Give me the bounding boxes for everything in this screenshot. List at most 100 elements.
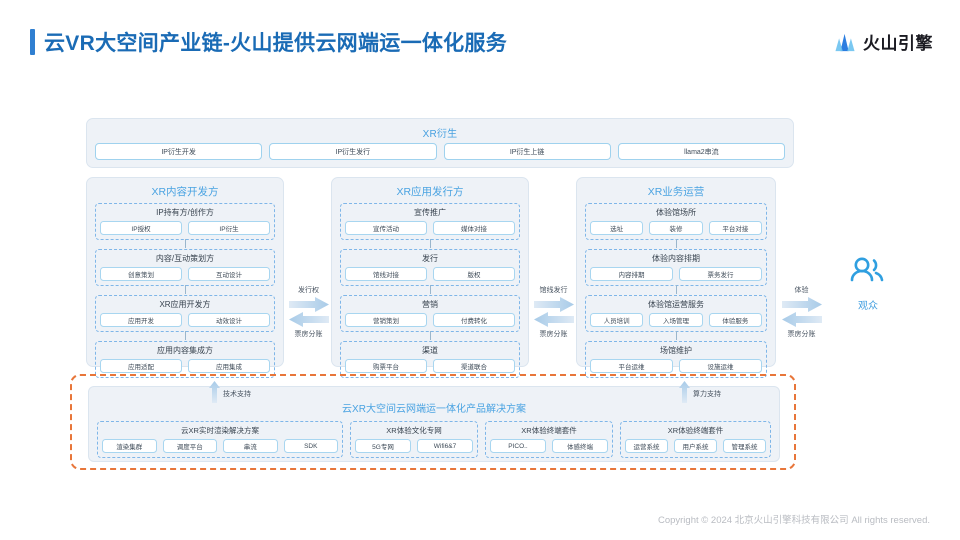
group-box: 内容/互动策划方 创意策划 互动设计 <box>95 249 275 294</box>
group-items: 渲染集群 调度平台 串流 SDK <box>102 439 338 453</box>
exchange-backward-label: 票房分账 <box>539 331 568 338</box>
group-title: 应用内容集成方 <box>157 346 213 355</box>
group-item[interactable]: 购票平台 <box>345 359 427 373</box>
vertical-connector <box>185 285 186 294</box>
solution-group-terminal: XR体验终端套件 PICO.. 体感终端 <box>485 421 613 458</box>
group-item[interactable]: IP衍生 <box>188 221 270 235</box>
group-item[interactable]: 互动设计 <box>188 267 270 281</box>
group-item[interactable]: 营销策划 <box>345 313 427 327</box>
derivative-item[interactable]: llama2串流 <box>617 143 785 160</box>
solution-group-render: 云XR实时渲染解决方案 渲染集群 调度平台 串流 SDK <box>97 421 343 458</box>
group-item[interactable]: PICO.. <box>490 439 546 453</box>
group-box: 营销 营销策划 付费转化 <box>340 295 520 340</box>
group-title: 宣传推广 <box>414 208 446 217</box>
group-item[interactable]: 渠道联合 <box>433 359 515 373</box>
group-box: 体验内容排期 内容排期 票务发行 <box>585 249 767 294</box>
industry-chain-diagram: XR衍生 IP衍生开发 IP衍生发行 IP衍生上链 llama2串流 XR内容开… <box>70 118 884 470</box>
arrow-left-icon <box>533 312 574 327</box>
arrow-up-icon <box>679 381 690 403</box>
group-item[interactable]: 宣传活动 <box>345 221 427 235</box>
value-chain-columns: XR内容开发方 IP持有方/创作方 IP授权 IP衍生 内容/互动策划方 创意策… <box>86 177 822 495</box>
xr-derivative-panel: XR衍生 IP衍生开发 IP衍生发行 IP衍生上链 llama2串流 <box>86 118 794 168</box>
group-title: XR体验文化专网 <box>386 426 442 435</box>
group-item[interactable]: 装修 <box>649 221 703 235</box>
group-item[interactable]: 调度平台 <box>162 439 217 453</box>
group-item[interactable]: 付费转化 <box>433 313 515 327</box>
group-item[interactable]: 用户系统 <box>674 439 717 453</box>
vertical-connector <box>430 331 431 340</box>
exchange-forward-label: 馆线发行 <box>539 287 568 294</box>
group-title: 场馆维护 <box>660 346 692 355</box>
audience-block: 观众 <box>838 256 898 312</box>
arrow-right-icon <box>288 297 329 312</box>
xr-derivative-items: IP衍生开发 IP衍生发行 IP衍生上链 llama2串流 <box>87 143 793 167</box>
group-items: 平台运维 设施运维 <box>590 359 762 373</box>
group-item[interactable]: 内容排期 <box>590 267 673 281</box>
group-items: 应用开发 动效设计 <box>100 313 270 327</box>
group-title: 渠道 <box>422 346 438 355</box>
group-item[interactable]: 媒体对接 <box>433 221 515 235</box>
group-item[interactable]: 体验服务 <box>708 313 762 327</box>
group-item[interactable]: 选址 <box>590 221 644 235</box>
audience-label: 观众 <box>858 301 878 312</box>
group-item[interactable]: 串流 <box>223 439 278 453</box>
group-items: PICO.. 体感终端 <box>490 439 608 453</box>
column-content-developer: XR内容开发方 IP持有方/创作方 IP授权 IP衍生 内容/互动策划方 创意策… <box>86 177 284 378</box>
group-item[interactable]: 5G专网 <box>355 439 411 453</box>
group-items: 运营系统 用户系统 管理系统 <box>625 439 766 453</box>
solution-group-system: XR体验终端套件 运营系统 用户系统 管理系统 <box>620 421 771 458</box>
group-item[interactable]: 创意策划 <box>100 267 182 281</box>
group-title: 体验馆运营服务 <box>648 300 704 309</box>
group-item[interactable]: 动效设计 <box>188 313 270 327</box>
group-item[interactable]: Wifi6&7 <box>417 439 473 453</box>
group-item[interactable]: 设施运维 <box>679 359 762 373</box>
group-title: XR应用开发方 <box>159 300 211 309</box>
group-item[interactable]: 应用开发 <box>100 313 182 327</box>
vertical-connector <box>676 331 677 340</box>
vertical-connector <box>676 285 677 294</box>
support-label: 技术支持 <box>223 391 251 398</box>
group-item[interactable]: 票务发行 <box>679 267 762 281</box>
group-title: 体验内容排期 <box>652 254 700 263</box>
group-item[interactable]: 人员培训 <box>590 313 644 327</box>
group-item[interactable]: IP授权 <box>100 221 182 235</box>
support-label: 算力支持 <box>693 391 721 398</box>
group-item[interactable]: 版权 <box>433 267 515 281</box>
group-items: 创意策划 互动设计 <box>100 267 270 281</box>
group-item[interactable]: 体感终端 <box>552 439 608 453</box>
footer-copyright: Copyright © 2024 北京火山引擎科技有限公司 All rights… <box>657 515 930 526</box>
group-title: XR体验终端套件 <box>667 426 724 435</box>
volcano-logo-icon <box>835 33 855 51</box>
group-title: 内容/互动策划方 <box>155 254 215 263</box>
exchange-backward-label: 票房分账 <box>294 331 323 338</box>
group-item[interactable]: 馆线对接 <box>345 267 427 281</box>
column-title: XR内容开发方 <box>151 186 219 198</box>
derivative-item[interactable]: IP衍生上链 <box>443 143 611 160</box>
group-items: 5G专网 Wifi6&7 <box>355 439 473 453</box>
group-box: XR应用开发方 应用开发 动效设计 <box>95 295 275 340</box>
group-item[interactable]: 应用集成 <box>188 359 270 373</box>
column-title: XR应用发行方 <box>396 186 464 198</box>
group-item[interactable]: 平台对接 <box>708 221 762 235</box>
audience-icon <box>850 257 884 282</box>
group-item[interactable]: 渲染集群 <box>102 439 157 453</box>
arrow-left-icon <box>288 312 329 327</box>
exchange-publisher-to-operation: 馆线发行 票房分账 <box>530 285 577 339</box>
vertical-connector <box>430 285 431 294</box>
brand-name: 火山引擎 <box>863 34 933 53</box>
support-compute: 算力支持 <box>679 381 721 403</box>
group-item[interactable]: 管理系统 <box>723 439 766 453</box>
group-items: 营销策划 付费转化 <box>345 313 515 327</box>
group-title: 体验馆场所 <box>656 208 696 217</box>
group-item[interactable]: 入场管理 <box>649 313 703 327</box>
group-item[interactable]: SDK <box>283 439 338 453</box>
vertical-connector <box>185 239 186 248</box>
derivative-item[interactable]: IP衍生开发 <box>95 143 263 160</box>
group-item[interactable]: 平台运维 <box>590 359 673 373</box>
group-item[interactable]: 运营系统 <box>625 439 668 453</box>
group-item[interactable]: 应用适配 <box>100 359 182 373</box>
derivative-item[interactable]: IP衍生发行 <box>269 143 437 160</box>
slide-header: 云VR大空间产业链-火山提供云网端运一体化服务 火山引擎 <box>0 0 960 88</box>
group-box: 宣传推广 宣传活动 媒体对接 <box>340 203 520 248</box>
group-box: 体验馆运营服务 人员培训 入场管理 体验服务 <box>585 295 767 340</box>
